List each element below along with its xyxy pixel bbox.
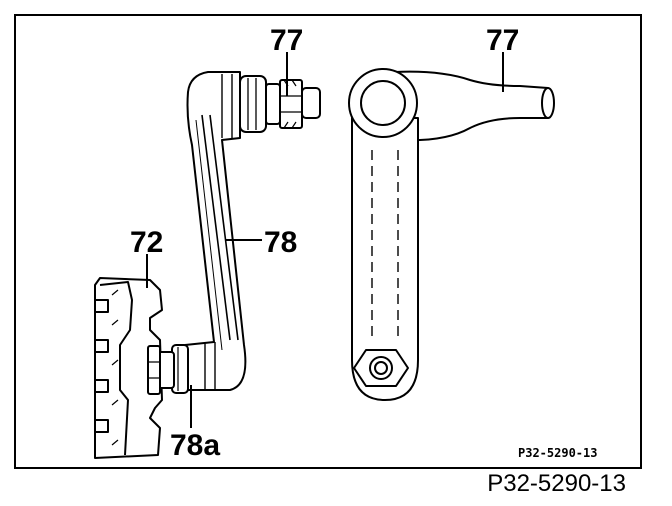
diagram-frame [14,14,642,469]
bottom-ball-joint-78a [147,344,189,395]
label-77-left: 77 [270,24,303,57]
bracket-72 [94,277,163,459]
inner-figure-code: P32-5290-13 [518,446,597,460]
figure-code: P32-5290-13 [487,470,626,497]
leader-lines [146,52,504,428]
label-78: 78 [264,226,297,259]
arm-77 [348,68,555,401]
top-ball-joint [239,75,321,133]
label-78a: 78a [170,429,220,462]
lever-78 [184,71,247,391]
label-77-right: 77 [486,24,519,57]
label-72: 72 [130,226,163,259]
